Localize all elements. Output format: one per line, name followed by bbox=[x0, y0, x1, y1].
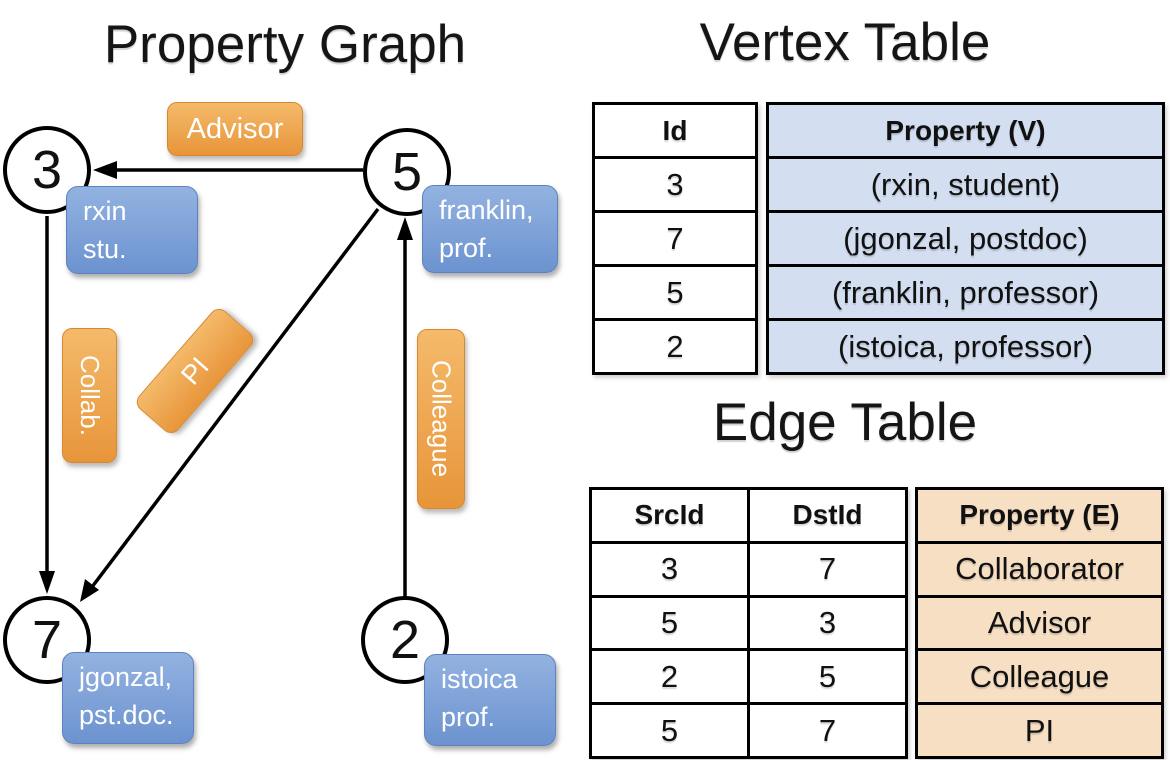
cell-id: 2 bbox=[666, 328, 684, 364]
table-row: Collaborator bbox=[918, 544, 1161, 598]
vertex-property-line: prof. bbox=[441, 701, 496, 732]
edge-label-box-collab: Collab. bbox=[62, 328, 117, 463]
edge-arrow-pi-5-to-7 bbox=[80, 207, 380, 602]
table-row: PI bbox=[918, 705, 1161, 756]
table-row: Advisor bbox=[918, 598, 1161, 652]
edge-table-title: Edge Table bbox=[712, 393, 978, 452]
vertex-property-box-franklin: franklin, prof. bbox=[422, 185, 558, 273]
header-srcid: SrcId bbox=[634, 499, 705, 531]
table-row: 2 5 bbox=[592, 651, 905, 706]
cell-dstid: 5 bbox=[747, 651, 905, 703]
cell-srcid: 2 bbox=[660, 658, 679, 694]
edge-label-text: Collab. bbox=[75, 355, 105, 436]
cell-property-v: (istoica, professor) bbox=[838, 328, 1093, 364]
table-row: (istoica, professor) bbox=[769, 321, 1162, 372]
cell-id: 7 bbox=[666, 220, 684, 256]
edge-label-text: PI bbox=[174, 351, 215, 391]
vertex-property-line: franklin, bbox=[439, 195, 534, 225]
property-graph-title: Property Graph bbox=[103, 15, 467, 74]
cell-property-e: PI bbox=[1024, 712, 1055, 748]
table-row: (jgonzal, postdoc) bbox=[769, 213, 1162, 267]
cell-srcid: 3 bbox=[660, 551, 679, 587]
edge-table-id-columns: SrcId DstId 3 7 5 3 2 5 5 7 bbox=[589, 487, 908, 759]
edge-label-text: Colleague bbox=[426, 360, 457, 478]
vertex-property-line: jgonzal, bbox=[79, 662, 173, 692]
vertex-id-label: 7 bbox=[31, 610, 63, 670]
vertex-table-id-column: Id 3 7 5 2 bbox=[592, 102, 758, 375]
edge-label-text: Advisor bbox=[186, 112, 284, 145]
table-row: 5 3 bbox=[592, 597, 905, 652]
vertex-property-line: rxin bbox=[83, 196, 127, 226]
cell-id: 5 bbox=[666, 274, 684, 310]
cell-property-v: (franklin, professor) bbox=[831, 274, 1100, 310]
edge-arrow-colleague-2-to-5 bbox=[397, 217, 413, 597]
table-header-row: Property (E) bbox=[918, 490, 1161, 544]
table-row: Colleague bbox=[918, 651, 1161, 706]
cell-dstid: 3 bbox=[747, 597, 905, 649]
header-property-e: Property (E) bbox=[959, 499, 1120, 531]
cell-property-e: Advisor bbox=[987, 604, 1092, 640]
cell-property-v: (jgonzal, postdoc) bbox=[843, 220, 1088, 256]
vertex-id-label: 2 bbox=[389, 610, 421, 670]
cell-id: 3 bbox=[666, 166, 684, 202]
vertex-property-box-rxin: rxin stu. bbox=[66, 186, 198, 274]
edge-arrow-collab-3-to-7 bbox=[39, 216, 55, 594]
header-property-v: Property (V) bbox=[885, 114, 1046, 146]
cell-dstid: 7 bbox=[747, 705, 905, 756]
vertex-table-property-column: Property (V) (rxin, student) (jgonzal, p… bbox=[766, 102, 1165, 375]
cell-property-e: Collaborator bbox=[955, 551, 1124, 587]
table-row: (franklin, professor) bbox=[769, 267, 1162, 321]
cell-srcid: 5 bbox=[660, 712, 679, 748]
table-header-row: SrcId DstId bbox=[592, 490, 905, 544]
vertex-id-label: 3 bbox=[31, 140, 63, 200]
vertex-property-line: prof. bbox=[439, 232, 494, 263]
vertex-property-line: istoica bbox=[441, 664, 518, 694]
vertex-circle-2: 2 bbox=[361, 596, 449, 684]
vertex-property-box-istoica: istoica prof. bbox=[424, 654, 556, 746]
table-row: 5 bbox=[595, 267, 755, 321]
cell-dstid: 7 bbox=[747, 543, 905, 595]
vertex-circle-3: 3 bbox=[3, 126, 91, 214]
table-row: 3 bbox=[595, 159, 755, 213]
vertex-property-box-jgonzal: jgonzal, pst.doc. bbox=[62, 652, 194, 744]
table-row: 3 7 bbox=[592, 543, 905, 598]
edge-label-box-advisor: Advisor bbox=[167, 102, 303, 156]
edge-arrow-advisor-5-to-3 bbox=[93, 161, 363, 179]
vertex-table-title: Vertex Table bbox=[699, 13, 991, 72]
table-header-row: Id bbox=[595, 105, 755, 159]
table-row: (rxin, student) bbox=[769, 159, 1162, 213]
vertex-property-line: pst.doc. bbox=[79, 699, 174, 730]
vertex-id-label: 5 bbox=[391, 142, 423, 202]
header-dstid: DstId bbox=[747, 490, 905, 541]
header-id: Id bbox=[662, 114, 688, 146]
cell-property-e: Colleague bbox=[969, 658, 1110, 694]
cell-property-v: (rxin, student) bbox=[870, 166, 1061, 202]
vertex-property-line: stu. bbox=[83, 233, 127, 264]
table-row: 7 bbox=[595, 213, 755, 267]
edge-label-box-colleague: Colleague bbox=[417, 329, 465, 509]
table-row: 5 7 bbox=[592, 705, 905, 756]
table-row: 2 bbox=[595, 321, 755, 372]
table-header-row: Property (V) bbox=[769, 105, 1162, 159]
cell-srcid: 5 bbox=[660, 604, 679, 640]
edge-table-property-column: Property (E) Collaborator Advisor Collea… bbox=[915, 487, 1164, 759]
